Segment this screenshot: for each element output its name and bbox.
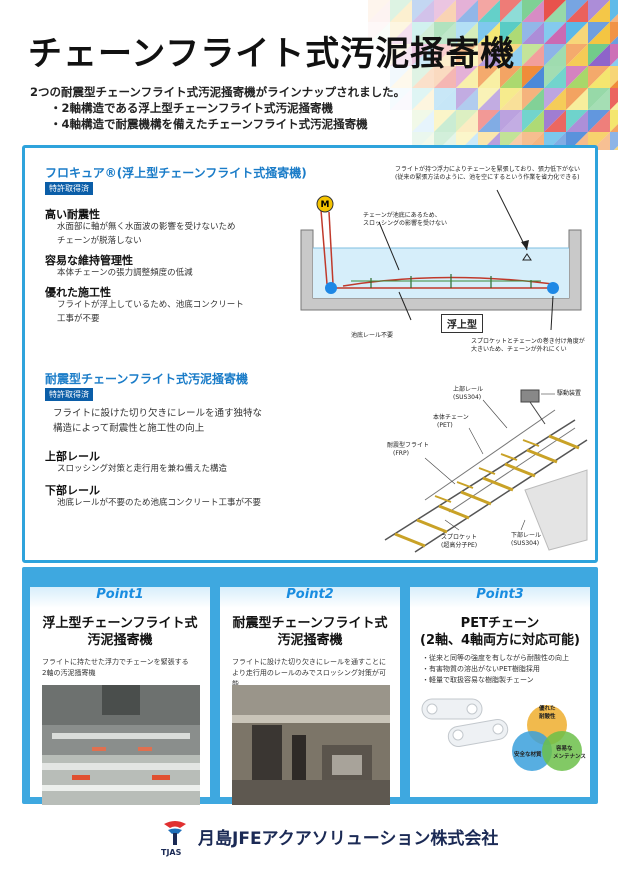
logo-text: TJAS [161, 848, 182, 857]
diagram-label: 本体チェーン [433, 414, 469, 421]
venn-label: メンテナンス [553, 754, 586, 760]
point-desc: フライトに持たせた浮力でチェーンを緊張する [42, 658, 189, 666]
section2-desc: フライトに設けた切り欠きにレールを通す独特な [53, 408, 263, 419]
point-desc: 2軸の汚泥掻寄機 [42, 669, 96, 677]
point-card: Point1 浮上型チェーンフライト式 汚泥掻寄機 フライトに持たせた浮力でチェ… [30, 587, 210, 805]
point-head: Point2 [220, 587, 400, 608]
floating-type-diagram: M フライトが持つ浮力によりチェーンを緊張しており、張力低下がない (従来の緊張… [291, 160, 591, 353]
diagram-label: 下部レール [511, 532, 542, 539]
diagram-note: 池底レール不要 [351, 332, 394, 339]
points-band: Point1 浮上型チェーンフライト式 汚泥掻寄機 フライトに持たせた浮力でチェ… [22, 567, 598, 805]
company-logo [164, 821, 186, 845]
feature-text: フライトが浮上しているため、池底コンクリート [57, 300, 244, 310]
feature-heading: 容易な維持管理性 [45, 254, 133, 267]
feature-text: 本体チェーンの張力調整頻度の低減 [57, 268, 193, 278]
diagram-label: (SUS304) [511, 540, 540, 547]
point-title: 汚泥掻寄機 [87, 633, 153, 648]
point-head: Point3 [410, 587, 590, 608]
intro-lead: 2つの耐震型チェーンフライト式汚泥掻寄機がラインナップされました。 [30, 85, 406, 99]
diagram-label: 上部レール [453, 386, 484, 393]
point-desc: より走行用のレールのみでスロッシング対策が可能 [232, 669, 386, 688]
benefits-venn-diagram [512, 705, 582, 771]
chain-photo [232, 685, 390, 805]
footer: TJAS 月島JFEアクアソリューション株式会社 [160, 818, 500, 858]
motor-icon [316, 195, 334, 213]
diagram-note: チェーンが池底にあるため、 [363, 212, 441, 219]
diagram-label: 駆動装置 [557, 390, 582, 397]
point-card: Point3 PETチェーン (2軸、4軸両方に対応可能) ・従来と同等の強度を… [410, 587, 590, 797]
diagram-note: (従来の緊張方法のように、池を空にするという作業を省力化できる) [395, 174, 580, 181]
diagram-note: フライトが持つ浮力によりチェーンを緊張しており、張力低下がない [395, 166, 580, 173]
motor-label: M [321, 200, 330, 210]
seismic-type-diagram: 駆動装置 上部レール (SUS304) 本体チェーン (PET) 耐震型フライト… [325, 380, 595, 558]
section2-desc: 構造によって耐震性と施工性の向上 [53, 423, 205, 434]
venn-label: 容易な [556, 746, 573, 752]
venn-label: 優れた [539, 706, 556, 712]
diagram-note: 大きいため、チェーンが外れにくい [471, 346, 567, 353]
feature-heading: 下部レール [45, 484, 100, 497]
feature-text: スロッシング対策と走行用を兼ね備えた構造 [57, 464, 228, 474]
diagram-label: 耐震型フライト [387, 442, 430, 449]
section1-title: フロキュア®(浮上型チェーンフライト式掻寄機) [45, 166, 307, 180]
diagram-label: (超高分子PE) [441, 542, 478, 549]
feature-text: 水面部に軸が無く水面波の影響を受けないため [57, 222, 236, 232]
main-panel: フロキュア®(浮上型チェーンフライト式掻寄機) 特許取得済 高い耐震性 水面部に… [22, 145, 598, 563]
intro-item: ・4軸構造で耐震機構を備えたチェーンフライト式汚泥掻寄機 [50, 117, 368, 131]
section2-title: 耐震型チェーンフライト式汚泥掻寄機 [45, 372, 249, 386]
diagram-note: スロッシングの影響を受けない [363, 220, 448, 227]
diagram-label: スプロケット [441, 534, 478, 541]
point-desc: フライトに設けた切り欠きにレールを通すことに [232, 658, 386, 666]
intro: 2つの耐震型チェーンフライト式汚泥掻寄機がラインナップされました。 ・2軸構造で… [30, 84, 405, 132]
patent-badge: 特許取得済 [45, 182, 93, 195]
point-title: 汚泥掻寄機 [277, 633, 343, 648]
point-desc: ・従来と同等の強度を有しながら耐酸性の向上 [422, 654, 569, 662]
point-card: Point2 耐震型チェーンフライト式 汚泥掻寄機 フライトに設けた切り欠きにレ… [220, 587, 400, 805]
pet-chain-image [421, 698, 509, 747]
decorative-mosaic [368, 0, 618, 150]
point-desc: ・有害物質の溶出がないPET樹脂採用 [422, 665, 540, 673]
diagram-label: (SUS304) [453, 394, 482, 401]
point-title: 浮上型チェーンフライト式 [42, 616, 198, 631]
feature-heading: 優れた施工性 [45, 286, 111, 299]
point-desc: ・軽量で取扱容易な樹脂製チェーン [422, 676, 534, 684]
diagram-label: (FRP) [393, 450, 409, 457]
feature-heading: 上部レール [45, 450, 100, 463]
company-name: 月島JFEアクアソリューション株式会社 [198, 829, 499, 849]
point-title: (2軸、4軸両方に対応可能) [420, 633, 580, 648]
point-title: 耐震型チェーンフライト式 [232, 616, 388, 631]
venn-label: 安全な材質 [514, 752, 542, 758]
feature-text: 工事が不要 [57, 314, 100, 324]
point-title: PETチェーン [460, 616, 540, 631]
intro-item: ・2軸構造である浮上型チェーンフライト式汚泥掻寄機 [50, 101, 333, 115]
page-title: チェーンフライト式汚泥掻寄機 [28, 34, 516, 74]
feature-text: チェーンが脱落しない [57, 236, 142, 246]
patent-badge: 特許取得済 [45, 388, 93, 401]
diagram-note: スプロケットとチェーンの巻き付け角度が [471, 338, 585, 345]
feature-heading: 高い耐震性 [45, 208, 100, 221]
tank-photo [42, 685, 200, 805]
floating-type-tag: 浮上型 [441, 314, 483, 333]
venn-label: 耐酸性 [539, 714, 556, 720]
diagram-label: (PET) [437, 422, 453, 429]
feature-text: 池底レールが不要のため池底コンクリート工事が不要 [57, 498, 262, 508]
point-head: Point1 [30, 587, 210, 608]
